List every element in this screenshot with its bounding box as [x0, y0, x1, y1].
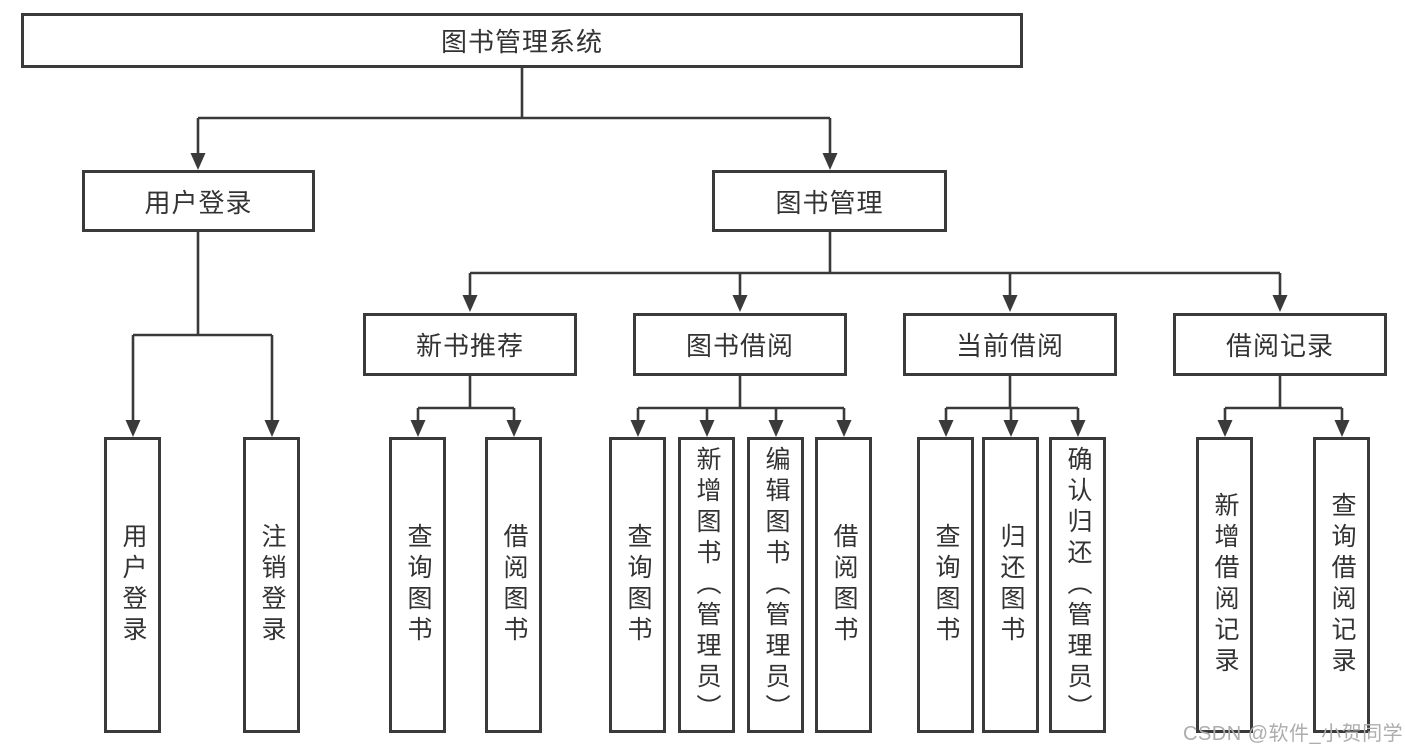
node-label: 图书借阅: [685, 331, 794, 361]
tree-edges: [131, 68, 1344, 425]
leaf-return-books: 归还图书: [982, 437, 1039, 733]
node-new-book-recommend: 新书推荐: [363, 313, 577, 376]
leaf-query-borrow-record: 查询借阅记录: [1313, 437, 1370, 733]
leaf-query-books-borrow: 查询图书: [609, 437, 666, 733]
node-label: 查询图书: [932, 523, 960, 647]
leaf-query-books-current: 查询图书: [917, 437, 974, 733]
node-label: 注销登录: [258, 523, 286, 647]
node-label: 借阅图书: [830, 523, 858, 647]
csdn-watermark: CSDN @软件_小贺同学: [1183, 723, 1404, 745]
node-label: 用户登录: [119, 523, 147, 647]
leaf-borrow-books-recommend: 借阅图书: [485, 437, 542, 733]
node-current-borrowing: 当前借阅: [903, 313, 1117, 376]
arrowheads: [125, 153, 1350, 437]
node-label: 图书管理: [775, 187, 884, 218]
node-label: 新书推荐: [415, 331, 524, 361]
node-label: 图书管理系统: [440, 27, 603, 57]
node-label: 用户登录: [144, 187, 253, 218]
node-label: 新增借阅记录: [1211, 492, 1239, 678]
node-label: 查询图书: [404, 523, 432, 647]
node-borrowing-records: 借阅记录: [1173, 313, 1387, 376]
node-label: 确认归还（管理员）: [1064, 445, 1092, 725]
leaf-query-books-recommend: 查询图书: [389, 437, 446, 733]
node-label: 借阅图书: [500, 523, 528, 647]
leaf-add-books-admin: 新增图书（管理员）: [678, 437, 735, 733]
node-library-management-system: 图书管理系统: [21, 13, 1023, 68]
node-label: 新增图书（管理员）: [693, 445, 721, 725]
node-label: 归还图书: [997, 523, 1025, 647]
leaf-confirm-return-admin: 确认归还（管理员）: [1049, 437, 1106, 733]
leaf-add-borrow-record: 新增借阅记录: [1196, 437, 1253, 733]
node-label: 编辑图书（管理员）: [762, 445, 790, 725]
node-label: 借阅记录: [1225, 331, 1334, 361]
leaf-logout: 注销登录: [243, 437, 300, 733]
node-user-login: 用户登录: [82, 170, 315, 232]
node-book-borrowing: 图书借阅: [633, 313, 847, 376]
leaf-borrow-books: 借阅图书: [815, 437, 872, 733]
node-label: 查询借阅记录: [1328, 492, 1356, 678]
leaf-edit-books-admin: 编辑图书（管理员）: [747, 437, 804, 733]
leaf-user-login: 用户登录: [104, 437, 161, 733]
node-label: 查询图书: [624, 523, 652, 647]
node-label: 当前借阅: [955, 331, 1064, 361]
node-book-management: 图书管理: [712, 170, 947, 232]
